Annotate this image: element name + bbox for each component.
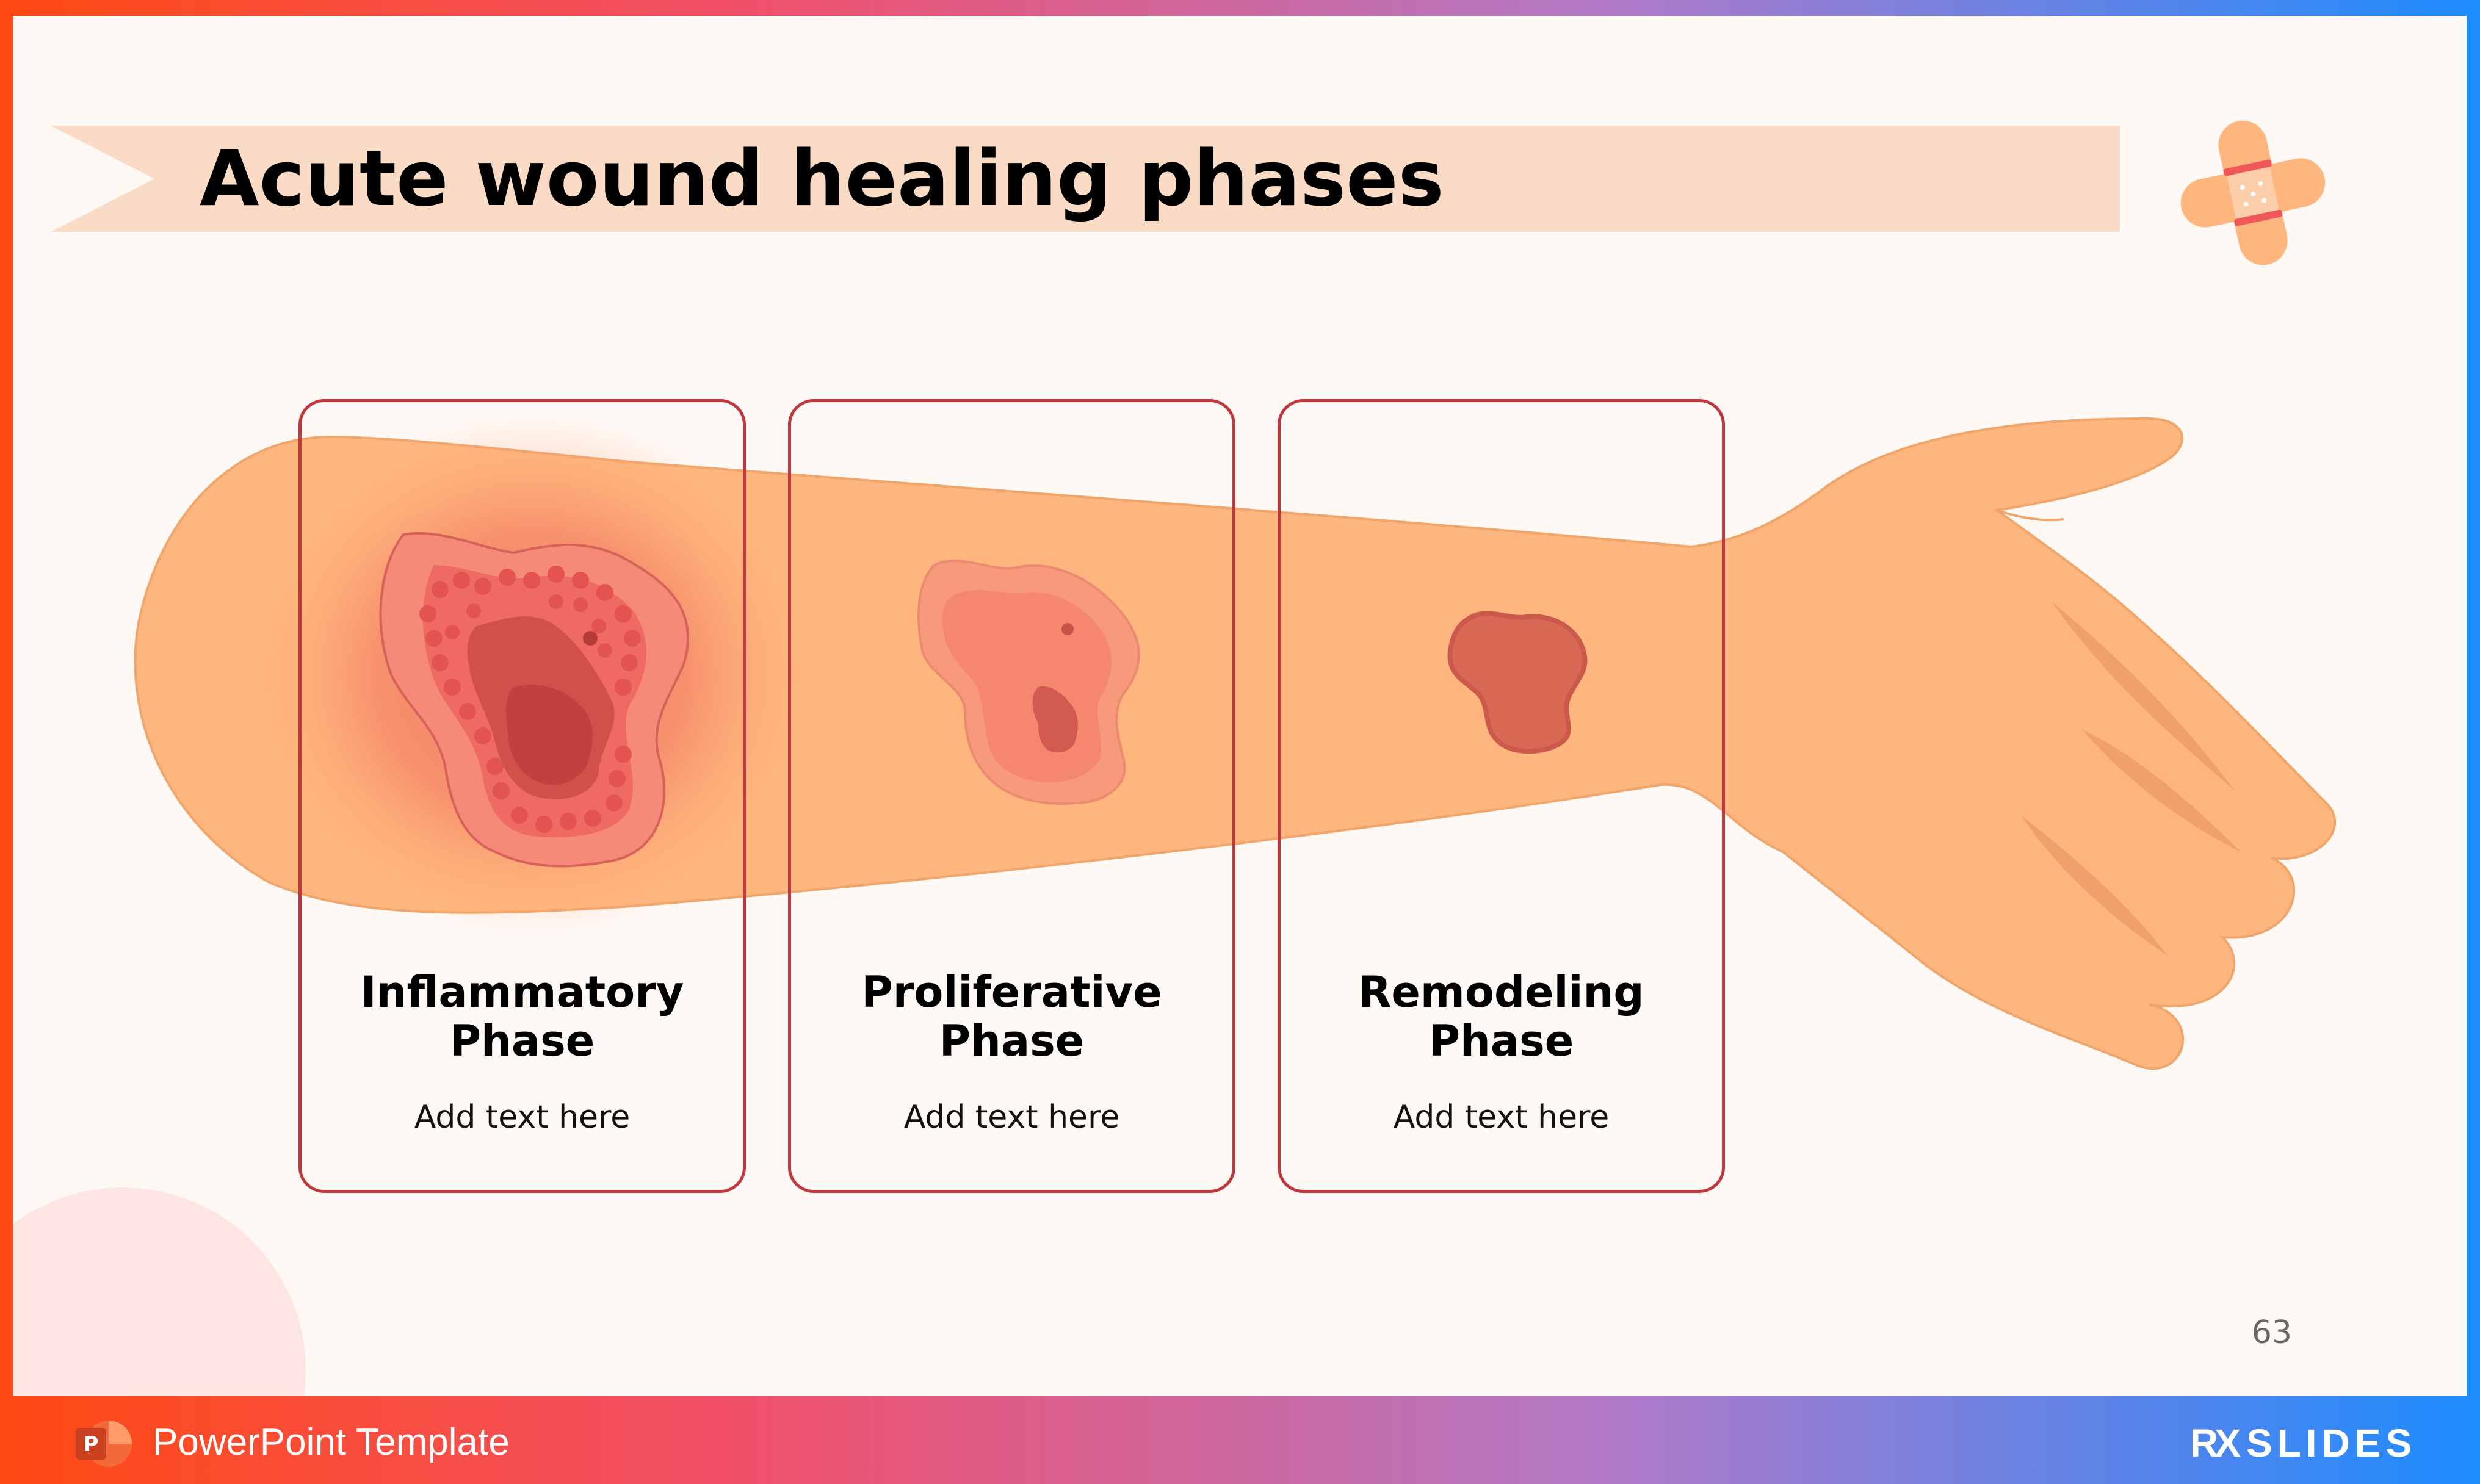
bandage-icon bbox=[2167, 107, 2338, 278]
page-number: 63 bbox=[2252, 1314, 2292, 1351]
slide: Acute wound healing phases Inflammatory … bbox=[13, 16, 2467, 1396]
phase-body-proliferative: Add text here bbox=[788, 1099, 1235, 1136]
svg-text:P: P bbox=[84, 1432, 99, 1457]
slide-title: Acute wound healing phases bbox=[200, 135, 1444, 223]
footer-label: PowerPoint Template bbox=[153, 1421, 510, 1464]
phase-title-proliferative: Proliferative Phase bbox=[788, 968, 1235, 1065]
brand-name: SLIDES bbox=[2246, 1421, 2417, 1466]
footer-bar: P PowerPoint Template RX SLIDES bbox=[0, 1396, 2480, 1484]
phase-card-inflammatory bbox=[298, 399, 746, 1193]
powerpoint-icon: P bbox=[73, 1419, 137, 1468]
phase-title-remodeling: Remodeling Phase bbox=[1278, 968, 1725, 1065]
phase-card-proliferative bbox=[788, 399, 1235, 1193]
phase-body-remodeling: Add text here bbox=[1278, 1099, 1725, 1136]
phase-title-inflammatory: Inflammatory Phase bbox=[298, 968, 746, 1065]
brand-mark: RX bbox=[2190, 1421, 2237, 1466]
phase-card-remodeling bbox=[1278, 399, 1725, 1193]
phase-body-inflammatory: Add text here bbox=[298, 1099, 746, 1136]
